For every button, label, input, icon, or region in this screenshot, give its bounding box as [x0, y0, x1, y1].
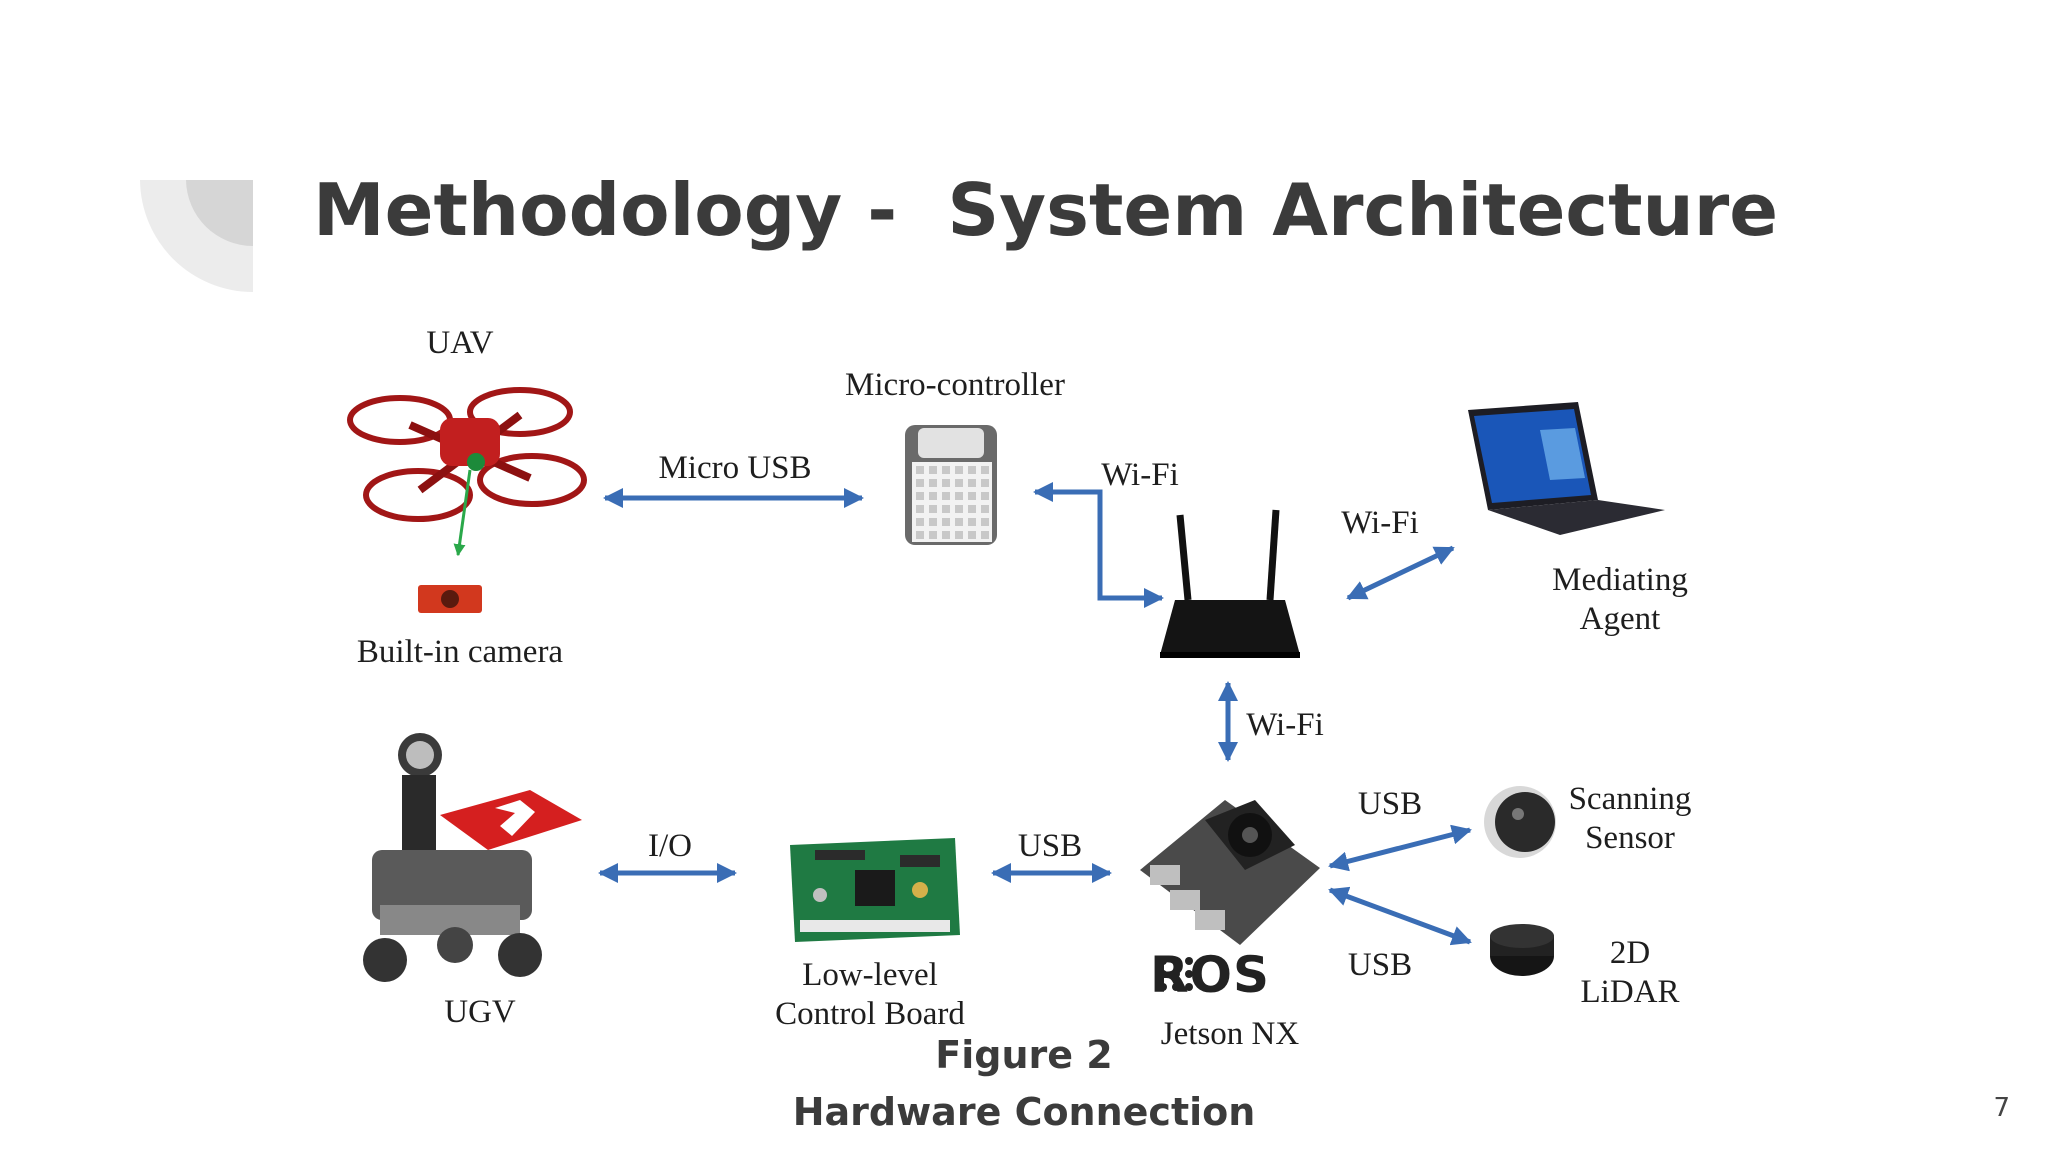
ros-logo-text: ROS [1150, 946, 1271, 1004]
link-label-wifi-micro: Wi-Fi [1101, 457, 1179, 493]
arrow-micro-router [1033, 482, 1164, 608]
scanning-sensor-icon [1484, 786, 1556, 858]
jetson-icon [1140, 800, 1320, 945]
link-label-usb-scanner: USB [1357, 786, 1423, 822]
link-label-usb-board: USB [1017, 828, 1083, 864]
microcontroller-icon [905, 425, 997, 545]
label-agent-line1: Mediating [1552, 562, 1688, 598]
figure-title: Hardware Connection [792, 1090, 1256, 1134]
link-label-wifi-jetson: Wi-Fi [1246, 707, 1324, 743]
arrow-jetson-scanner [1328, 824, 1472, 872]
drone-icon [347, 387, 587, 557]
label-microcontroller: Micro-controller [845, 367, 1065, 403]
label-jetson: Jetson NX [1160, 1016, 1300, 1052]
corner-decoration [140, 180, 253, 292]
link-label-usb-lidar: USB [1347, 947, 1413, 983]
label-lidar-line1: 2D [1609, 935, 1651, 971]
link-label-micro-usb: Micro USB [658, 450, 812, 486]
label-ugv: UGV [444, 994, 516, 1030]
arrow-jetson-lidar [1328, 886, 1472, 946]
label-board-line1: Low-level [802, 957, 938, 993]
label-lidar-line2: LiDAR [1580, 974, 1680, 1010]
laptop-icon [1468, 402, 1665, 535]
router-icon [1160, 509, 1300, 658]
robot-icon [363, 733, 582, 982]
control-board-icon [790, 838, 960, 942]
ros-logo-dots [1159, 957, 1193, 991]
label-uav: UAV [426, 325, 494, 361]
label-scanner-line2: Sensor [1585, 820, 1675, 856]
link-label-wifi-agent: Wi-Fi [1341, 505, 1419, 541]
label-board-line2: Control Board [775, 996, 965, 1032]
camera-icon [418, 585, 482, 613]
figure-number: Figure 2 [935, 1033, 1113, 1077]
label-camera: Built-in camera [356, 634, 564, 670]
arrow-router-agent [1346, 545, 1455, 601]
label-scanner-line1: Scanning [1568, 781, 1692, 817]
page-number: 7 [1993, 1093, 2010, 1123]
label-agent-line2: Agent [1579, 601, 1661, 637]
slide-title: Methodology - System Architecture [313, 168, 1779, 252]
lidar-icon [1490, 924, 1554, 976]
link-label-io: I/O [648, 828, 692, 864]
connection-arrows [598, 482, 1472, 946]
